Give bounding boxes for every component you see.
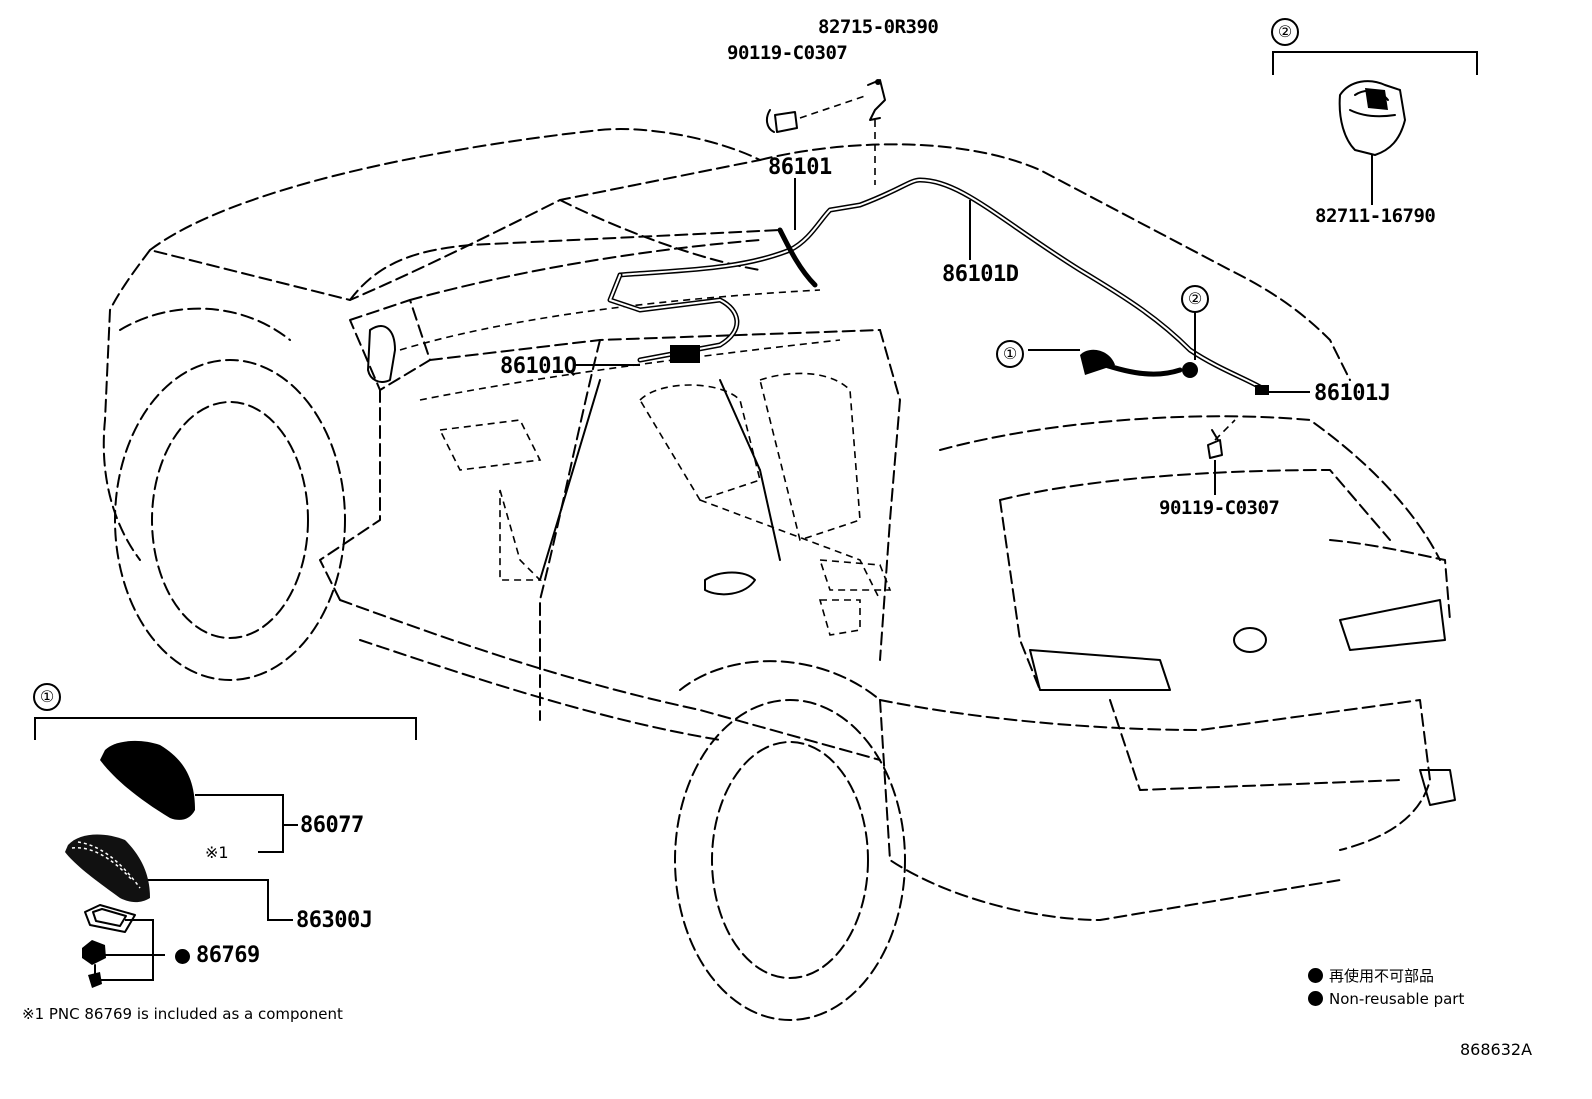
part-label-86300j: 86300J	[296, 908, 373, 933]
inset-2-clip	[1338, 80, 1406, 156]
asterisk-1-marker: ※1	[205, 843, 229, 862]
part-label-82715-0r390: 82715-0R390	[818, 16, 939, 38]
callout-1-inset: ①	[33, 683, 61, 711]
part-label-86769: 86769	[175, 943, 260, 968]
callout-1-vehicle: ①	[996, 340, 1024, 368]
legend-en-text: Non-reusable part	[1329, 990, 1465, 1008]
part-label-86101j: 86101J	[1314, 381, 1391, 406]
antenna-cord-harness	[607, 79, 1269, 459]
legend-english: Non-reusable part	[1308, 990, 1464, 1008]
part-label-86077: 86077	[300, 813, 364, 838]
callout-2-inset: ②	[1271, 18, 1299, 46]
callout-2-vehicle: ②	[1181, 285, 1209, 313]
non-reusable-dot-icon	[175, 949, 190, 964]
part-number-86769: 86769	[196, 943, 260, 968]
legend-japanese: 再使用不可部品	[1308, 965, 1434, 986]
assembly-lines	[799, 94, 1236, 441]
rear-wheel	[674, 660, 906, 1021]
legend-jp-text: 再使用不可部品	[1329, 967, 1435, 985]
front-wheel	[114, 307, 346, 681]
part-label-86101q: 86101Q	[500, 354, 577, 379]
label-leaders	[34, 51, 1478, 981]
part-label-86101d: 86101D	[942, 262, 1019, 287]
part-label-90119-c0307-top: 90119-C0307	[727, 42, 848, 64]
vehicle-body	[102, 128, 1456, 921]
part-label-90119-c0307-bottom: 90119-C0307	[1159, 497, 1280, 519]
inset-1-antenna-parts	[65, 740, 195, 988]
legend-dot-icon	[1308, 968, 1323, 983]
vehicle-interior	[367, 289, 892, 636]
diagram-code: 868632A	[1460, 1040, 1533, 1059]
legend-dot-icon	[1308, 991, 1323, 1006]
part-label-82711-16790: 82711-16790	[1315, 205, 1436, 227]
part-label-86101: 86101	[768, 155, 832, 180]
footnote: ※1 PNC 86769 is included as a component	[22, 1005, 343, 1023]
